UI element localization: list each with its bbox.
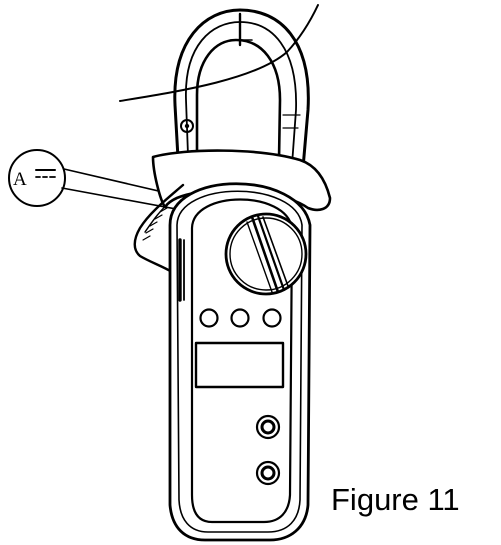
function-button-3 xyxy=(262,308,282,328)
figure-caption: Figure 11 xyxy=(331,482,460,517)
dc-symbol xyxy=(35,169,56,178)
function-button-2 xyxy=(230,308,250,328)
function-button-1 xyxy=(199,308,219,328)
callout-letter-label: A xyxy=(13,169,27,190)
rotary-function-dial xyxy=(224,212,308,296)
jaw-pivot-screw xyxy=(180,119,194,133)
lcd-display xyxy=(194,341,285,389)
jaw-trigger xyxy=(133,183,185,274)
conductor-wire xyxy=(119,4,319,102)
function-buttons xyxy=(199,308,282,328)
clamp-jaw xyxy=(173,8,310,170)
input-jack-upper xyxy=(255,414,281,440)
input-jack-lower xyxy=(255,460,281,486)
